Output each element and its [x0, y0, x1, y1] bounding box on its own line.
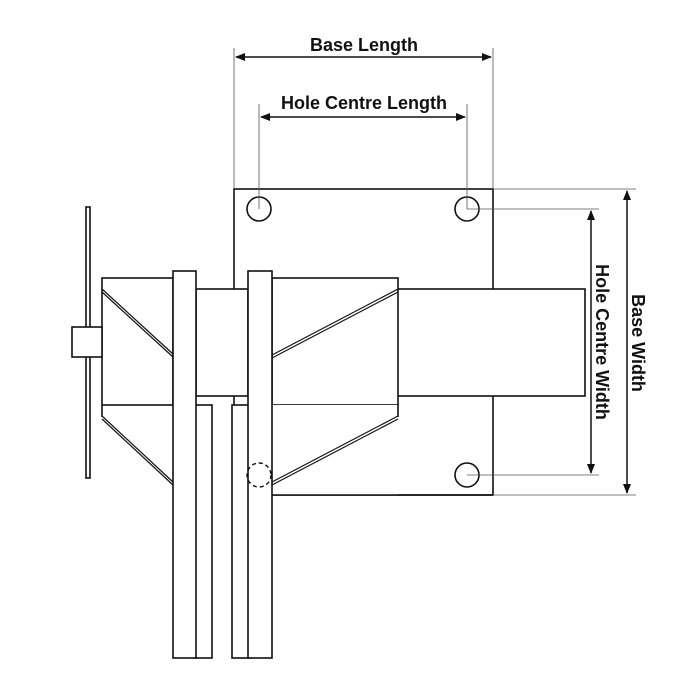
hole-centre-width-label: Hole Centre Width	[592, 264, 612, 420]
column-left	[172, 270, 197, 659]
output-shaft	[395, 288, 586, 397]
base-length-label: Base Length	[310, 35, 418, 55]
extension-lines	[233, 48, 636, 496]
right-housing	[271, 277, 493, 496]
base-width-label: Base Width	[628, 294, 648, 392]
column-right	[247, 270, 273, 659]
middle-coupling	[195, 288, 249, 397]
fan-hub	[71, 326, 103, 358]
hole-centre-length-label: Hole Centre Length	[281, 93, 447, 113]
mounting-hole-hidden	[246, 462, 272, 488]
left-housing	[101, 277, 174, 486]
